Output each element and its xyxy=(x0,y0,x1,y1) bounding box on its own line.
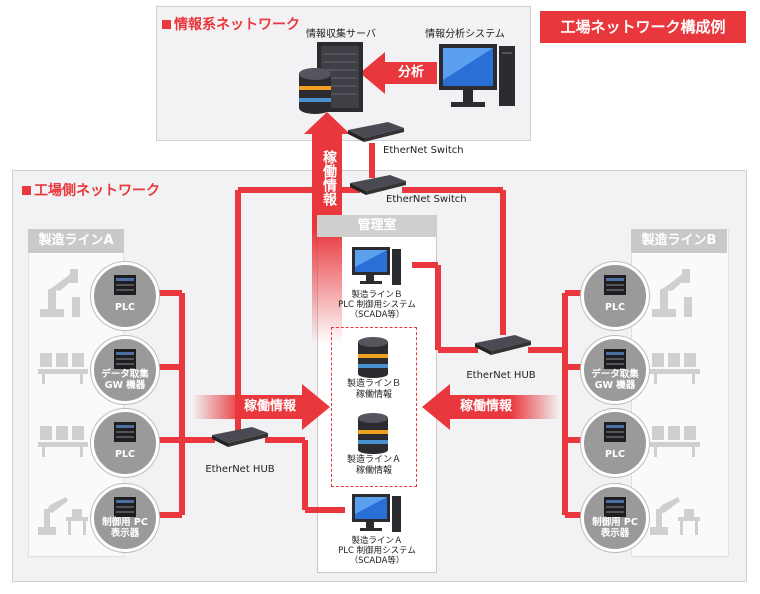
plc-module-icon xyxy=(114,497,136,517)
db-b-icon xyxy=(358,337,388,378)
line-b-panel xyxy=(631,229,729,557)
machine-icon xyxy=(648,341,702,389)
machine-icon xyxy=(36,414,90,462)
device-node: PLC xyxy=(581,262,649,330)
plc-module-icon xyxy=(114,275,136,295)
scada-a-label: 製造ラインＡ PLC 制御用システム （SCADA等） xyxy=(338,536,416,566)
left-data-arrow-label: 稼働情報 xyxy=(243,399,296,414)
plc-module-icon xyxy=(604,497,626,517)
scada-b-label: 製造ラインＢ PLC 制御用システム （SCADA等） xyxy=(338,290,416,320)
factory-network-title: 工場側ネットワーク xyxy=(22,180,160,200)
plc-module-icon xyxy=(604,275,626,295)
switch-top-icon xyxy=(348,122,404,142)
device-label: PLC xyxy=(115,449,135,460)
switch-bottom-icon xyxy=(350,175,406,195)
data-b-label: 製造ラインＢ 稼働情報 xyxy=(346,379,401,400)
device-label: 制御用 PC 表示器 xyxy=(102,517,148,539)
analysis-arrow xyxy=(360,52,385,94)
left-data-arrow xyxy=(302,384,330,430)
device-label: 制御用 PC 表示器 xyxy=(592,517,638,539)
diagram-badge: 工場ネットワーク構成例 xyxy=(540,11,746,43)
device-label: PLC xyxy=(115,302,135,313)
scada-b-monitor-icon xyxy=(352,247,401,285)
server-icon xyxy=(299,42,363,114)
device-node: データ取集 GW 機器 xyxy=(91,336,159,404)
scada-a-monitor-icon xyxy=(352,494,401,532)
device-node: 制御用 PC 表示器 xyxy=(91,484,159,552)
device-node: PLC xyxy=(581,409,649,477)
monitor-icon xyxy=(439,44,515,107)
device-label: PLC xyxy=(605,302,625,313)
plc-module-icon xyxy=(114,422,136,442)
hub-right-label: EtherNet HUB xyxy=(466,370,536,381)
machine-icon xyxy=(36,267,80,323)
info-network-title: 情報系ネットワーク xyxy=(162,14,300,34)
analysis-arrow-label: 分析 xyxy=(397,65,424,80)
machine-icon xyxy=(36,341,90,389)
line-b-title: 製造ラインB xyxy=(631,229,727,253)
upload-arrow xyxy=(304,112,350,134)
machine-icon xyxy=(36,489,90,541)
upload-arrow-label: 稼働情報 xyxy=(321,150,337,206)
switch-top-label: EtherNet Switch xyxy=(383,145,464,156)
device-node: 制御用 PC 表示器 xyxy=(581,484,649,552)
machine-icon xyxy=(648,267,692,323)
analysis-label: 情報分析システム xyxy=(425,29,505,40)
hub-right-icon xyxy=(475,335,531,355)
hub-left-icon xyxy=(212,427,268,447)
plc-module-icon xyxy=(114,349,136,369)
hub-left-label: EtherNet HUB xyxy=(205,464,275,475)
device-label: データ取集 GW 機器 xyxy=(591,369,639,391)
device-node: PLC xyxy=(91,409,159,477)
device-label: PLC xyxy=(605,449,625,460)
right-data-arrow-label: 稼働情報 xyxy=(459,399,512,414)
server-label: 情報収集サーバ xyxy=(306,29,376,40)
db-a-icon xyxy=(358,413,388,454)
switch-bottom-label: EtherNet Switch xyxy=(386,194,467,205)
device-node: PLC xyxy=(91,262,159,330)
data-a-label: 製造ラインＡ 稼働情報 xyxy=(346,455,401,476)
plc-module-icon xyxy=(604,422,626,442)
device-label: データ取集 GW 機器 xyxy=(101,369,149,391)
data-group-box xyxy=(331,327,417,487)
machine-icon xyxy=(648,489,702,541)
device-node: データ取集 GW 機器 xyxy=(581,336,649,404)
control-room-title: 管理室 xyxy=(317,215,437,237)
machine-icon xyxy=(648,414,702,462)
right-data-arrow xyxy=(422,384,450,430)
line-a-title: 製造ラインA xyxy=(28,229,124,253)
plc-module-icon xyxy=(604,349,626,369)
